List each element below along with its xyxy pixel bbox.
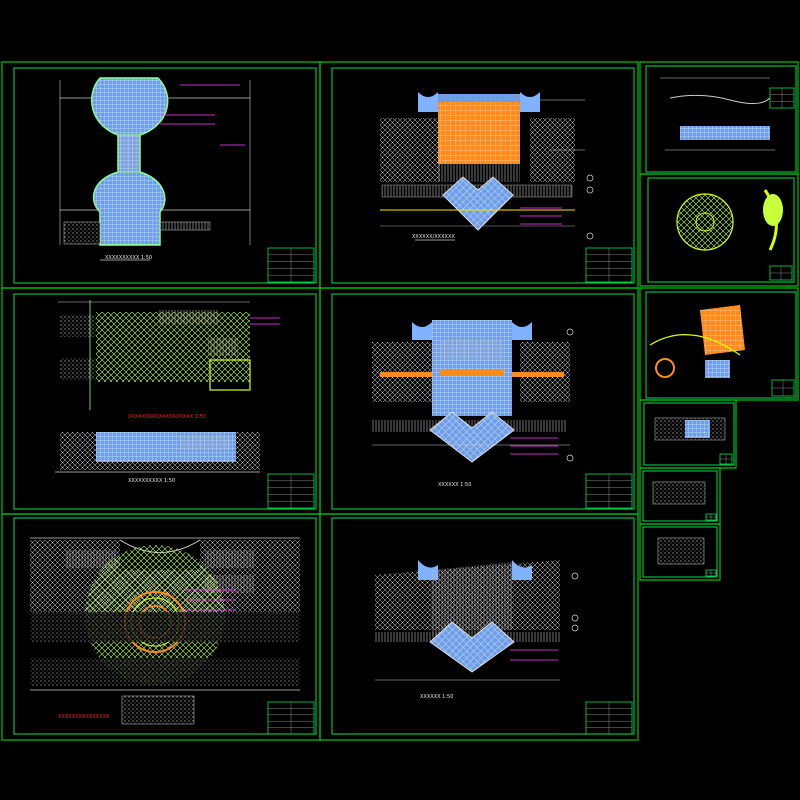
- sheet-3-plan: [55, 300, 280, 473]
- sheet-2-elevation: [380, 92, 585, 241]
- sheet-4-elevation: [372, 320, 570, 463]
- small-sheet-1: [660, 77, 775, 151]
- sheet-1-caption: XXXXXXXXXX 1:50: [105, 255, 152, 261]
- captions: XXXXXXXXXX 1:50 XXXXXX/XXXXXX XXXXXXXXXX…: [105, 234, 471, 700]
- sheet-2-caption: XXXXXX/XXXXXX: [412, 234, 455, 240]
- small-sheet-2: [676, 189, 783, 251]
- outer-frames: [1, 61, 799, 741]
- sheet-6-elevation: [375, 560, 560, 681]
- sheet-1-plan: [59, 77, 251, 261]
- sheet-5-plan: [30, 537, 300, 725]
- sheet-6-caption: XXXXXX 1:50: [420, 694, 453, 700]
- inner-frames: [13, 65, 797, 735]
- sheet-3-caption: XXXXXXXXXX 1:50: [128, 478, 175, 484]
- small-sheet-5: [652, 481, 706, 505]
- small-sheet-6: [657, 537, 705, 565]
- small-sheet-4: [654, 417, 726, 441]
- red-title-1: XXXXXXXXXXXXXXXXXXX 1:50: [128, 414, 206, 420]
- small-sheet-3: [649, 305, 745, 378]
- sheet-4-caption: XXXXXX 1:50: [438, 482, 471, 488]
- red-title-2: XXXXXXXXXXXXXXX: [58, 714, 110, 720]
- section-circle-icon: [566, 174, 594, 632]
- red-titles: XXXXXXXXXXXXXXXXXXX 1:50 XXXXXXXXXXXXXXX: [58, 414, 206, 720]
